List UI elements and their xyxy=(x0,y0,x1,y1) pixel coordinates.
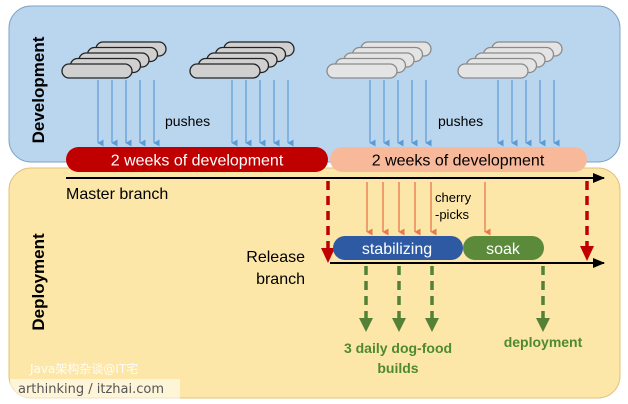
cherry-picks-label-1: cherry xyxy=(435,190,472,205)
commit-pill xyxy=(457,63,529,79)
cherry-picks-label-2: -picks xyxy=(435,207,469,222)
deploy-merge-arrow xyxy=(580,181,594,261)
deployment-label: Deployment xyxy=(29,233,48,331)
release-label-2: branch xyxy=(256,271,305,288)
commit-stack xyxy=(61,41,167,79)
release-label-1: Release xyxy=(246,249,305,266)
builds-label-1: 3 daily dog-food xyxy=(344,340,452,356)
build-arrow xyxy=(425,266,439,332)
branch-cut-arrow xyxy=(321,181,335,263)
commit-stack xyxy=(189,41,295,79)
build-arrows xyxy=(359,266,550,332)
development-label: Development xyxy=(29,36,48,143)
deployment-text: deployment xyxy=(504,334,583,350)
pushes-label-right: pushes xyxy=(438,113,483,129)
commit-pill xyxy=(326,63,398,79)
soak-label: soak xyxy=(486,241,521,258)
dev-bar-2 xyxy=(330,147,587,172)
dev-bar-1-label: 2 weeks of development xyxy=(111,153,284,170)
development-panel xyxy=(8,5,621,163)
commit-stack xyxy=(457,41,563,79)
dev-bar-1 xyxy=(66,147,328,172)
soak-bar xyxy=(463,236,544,260)
commit-pill xyxy=(189,63,261,79)
master-branch-label: Master branch xyxy=(66,186,168,203)
builds-label-2: builds xyxy=(377,360,418,376)
stabilizing-bar xyxy=(333,236,463,260)
dev-bar-2-label: 2 weeks of development xyxy=(372,153,545,170)
watermark-line-2-box xyxy=(10,379,180,401)
push-arrows xyxy=(97,80,560,147)
cherry-pick-arrows xyxy=(366,182,491,236)
watermark-line-2: arthinking / itzhai.com xyxy=(18,382,165,397)
stabilizing-label: stabilizing xyxy=(362,241,432,258)
build-arrow xyxy=(359,266,373,332)
build-arrow xyxy=(392,266,406,332)
commit-stack xyxy=(326,41,432,79)
build-arrow xyxy=(536,266,550,332)
pushes-label-left: pushes xyxy=(165,113,210,129)
commit-stacks xyxy=(61,41,563,79)
commit-pill xyxy=(61,63,133,79)
watermark-line-1: Java架构杂谈@IT宅 xyxy=(30,362,139,376)
